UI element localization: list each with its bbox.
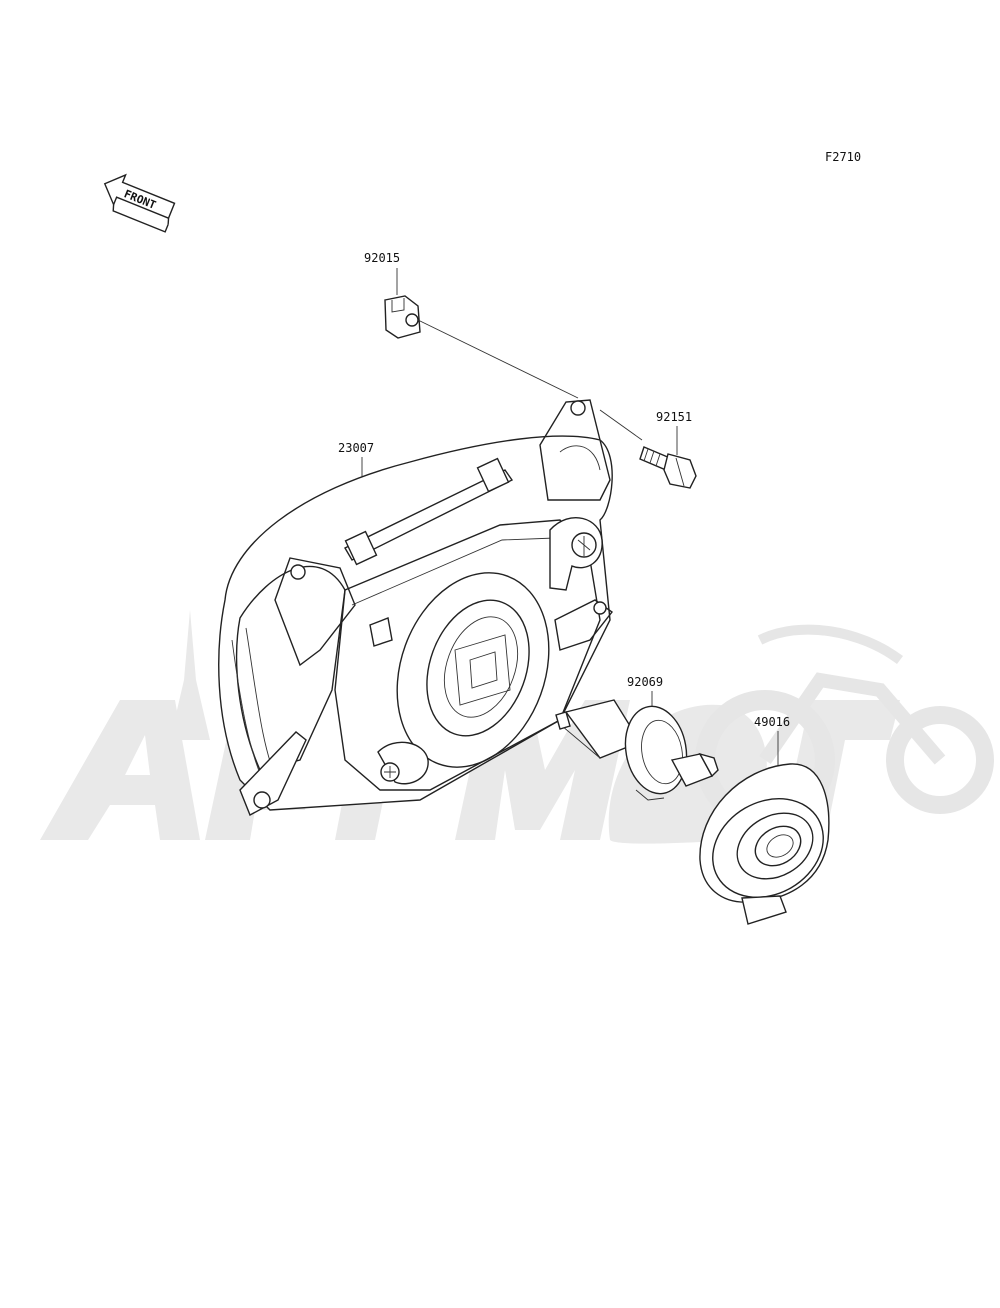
part-label-92151: 92151 (656, 410, 692, 424)
part-49016[interactable]: 49016 (695, 715, 841, 925)
figure-code: F2710 (825, 150, 861, 164)
bulb-icon (555, 699, 719, 801)
part-92069[interactable]: 92069 (555, 675, 719, 801)
part-23007[interactable]: 23007 (218, 399, 614, 816)
part-label-23007: 23007 (338, 441, 374, 455)
part-label-92069: 92069 (627, 675, 663, 689)
front-arrow: FRONT (103, 173, 176, 233)
part-92015[interactable]: 92015 (364, 251, 421, 339)
part-92151[interactable]: 92151 (639, 410, 697, 489)
bulb-cap-icon (699, 763, 830, 925)
clip-nut-icon (384, 295, 421, 339)
part-label-92015: 92015 (364, 251, 400, 265)
headlight-assembly-icon (218, 399, 614, 816)
part-label-49016: 49016 (754, 715, 790, 729)
bolt-icon (639, 446, 697, 489)
